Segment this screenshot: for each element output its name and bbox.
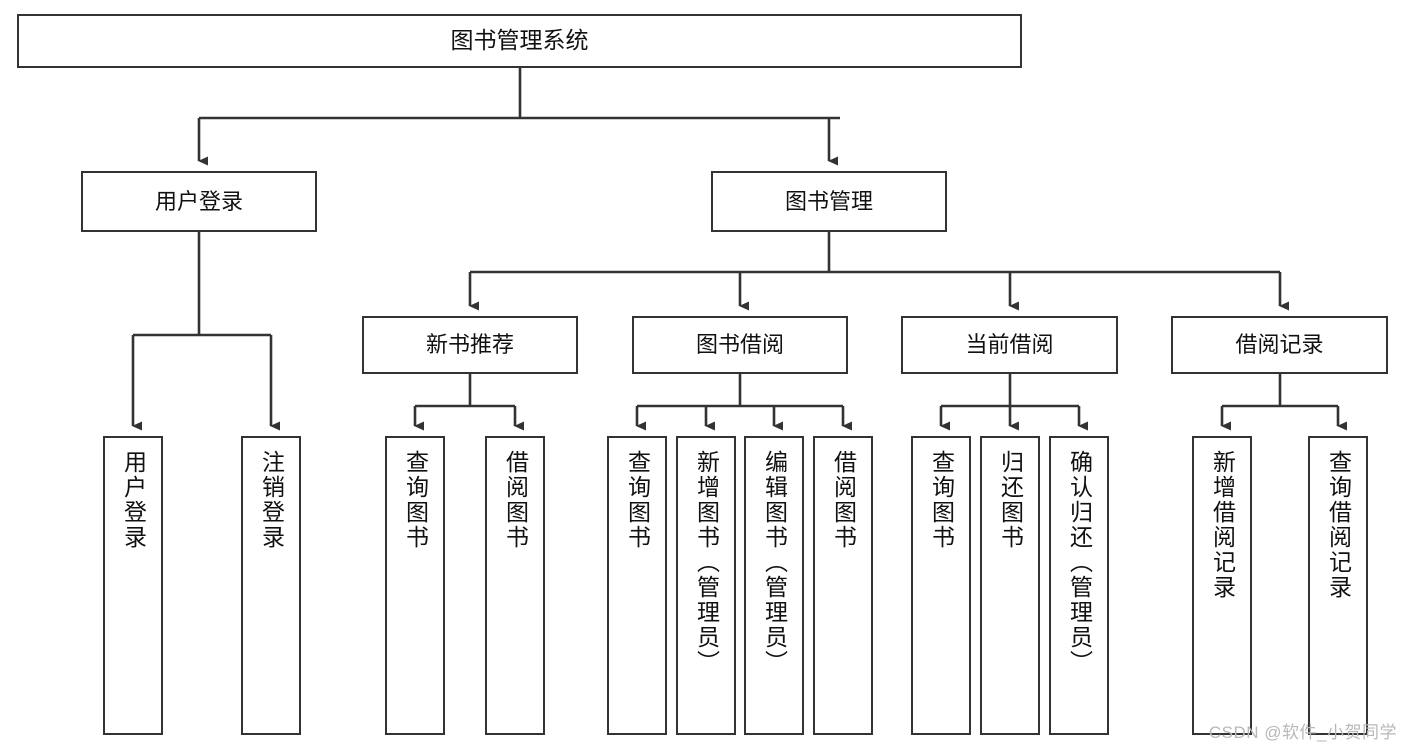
node-book-manage[interactable]: 图书管理 bbox=[711, 171, 947, 232]
node-leaf-user-logout[interactable]: 注销登录 bbox=[241, 436, 301, 735]
node-label: 图书管理 bbox=[784, 188, 873, 214]
node-leaf-confirm-return-admin[interactable]: 确认归还（管理员） bbox=[1049, 436, 1109, 735]
node-new-book-recommend[interactable]: 新书推荐 bbox=[362, 316, 578, 374]
node-root-book-management-system[interactable]: 图书管理系统 bbox=[17, 14, 1022, 68]
node-label: 借阅记录 bbox=[1235, 332, 1324, 358]
node-label: 用户登录 bbox=[120, 450, 147, 550]
node-label: 借阅图书 bbox=[502, 450, 529, 550]
node-label: 新增图书（管理员） bbox=[693, 450, 720, 675]
node-label: 注销登录 bbox=[258, 450, 285, 550]
node-leaf-borrow-book[interactable]: 借阅图书 bbox=[813, 436, 873, 735]
node-label: 查询图书 bbox=[624, 450, 651, 550]
node-label: 图书管理系统 bbox=[450, 27, 589, 54]
node-label: 查询借阅记录 bbox=[1325, 450, 1352, 600]
node-label: 编辑图书（管理员） bbox=[761, 450, 788, 675]
node-leaf-return-book[interactable]: 归还图书 bbox=[980, 436, 1040, 735]
node-leaf-query-book-borrow[interactable]: 查询图书 bbox=[607, 436, 667, 735]
node-label: 查询图书 bbox=[402, 450, 429, 550]
node-leaf-add-borrow-record[interactable]: 新增借阅记录 bbox=[1192, 436, 1252, 735]
node-user-login[interactable]: 用户登录 bbox=[81, 171, 317, 232]
node-label: 当前借阅 bbox=[965, 332, 1054, 358]
node-leaf-borrow-book-rec[interactable]: 借阅图书 bbox=[485, 436, 545, 735]
node-book-borrow[interactable]: 图书借阅 bbox=[632, 316, 848, 374]
node-label: 用户登录 bbox=[154, 188, 243, 214]
node-borrow-record[interactable]: 借阅记录 bbox=[1171, 316, 1388, 374]
node-label: 新增借阅记录 bbox=[1209, 450, 1236, 600]
node-leaf-add-book-admin[interactable]: 新增图书（管理员） bbox=[676, 436, 736, 735]
node-label: 确认归还（管理员） bbox=[1066, 450, 1093, 675]
node-leaf-query-book-current[interactable]: 查询图书 bbox=[911, 436, 971, 735]
node-leaf-edit-book-admin[interactable]: 编辑图书（管理员） bbox=[744, 436, 804, 735]
node-label: 图书借阅 bbox=[695, 332, 784, 358]
node-leaf-query-borrow-record[interactable]: 查询借阅记录 bbox=[1308, 436, 1368, 735]
node-current-borrow[interactable]: 当前借阅 bbox=[901, 316, 1118, 374]
node-label: 归还图书 bbox=[997, 450, 1024, 550]
node-label: 查询图书 bbox=[928, 450, 955, 550]
node-leaf-query-book-rec[interactable]: 查询图书 bbox=[385, 436, 445, 735]
node-label: 借阅图书 bbox=[830, 450, 857, 550]
node-label: 新书推荐 bbox=[425, 332, 514, 358]
node-leaf-user-login[interactable]: 用户登录 bbox=[103, 436, 163, 735]
